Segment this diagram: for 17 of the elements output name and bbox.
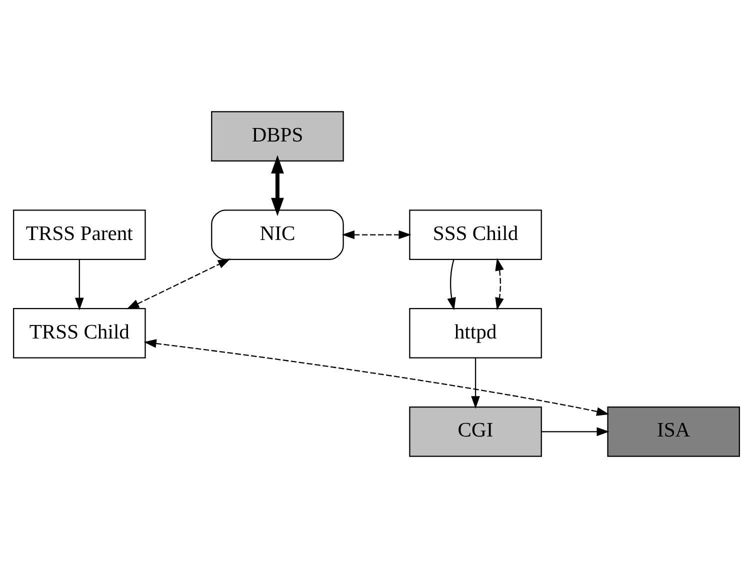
node-box: NIC	[210, 210, 344, 260]
node-box: DBPS	[210, 111, 344, 162]
arrow	[341, 230, 411, 240]
node-box: TRSS Parent	[12, 210, 146, 260]
node-box: TRSS Child	[12, 308, 146, 358]
arrow	[446, 260, 456, 310]
arrow	[541, 427, 609, 436]
arrow	[126, 258, 230, 310]
arrow	[470, 358, 480, 409]
node-box: CGI	[408, 406, 542, 457]
node-box: SSS Child	[408, 210, 542, 260]
arrow	[270, 155, 284, 216]
node-box: ISA	[606, 406, 740, 457]
arrow	[74, 260, 84, 310]
arrow	[494, 258, 504, 310]
node-box: httpd	[408, 308, 542, 358]
arrow	[143, 339, 609, 416]
